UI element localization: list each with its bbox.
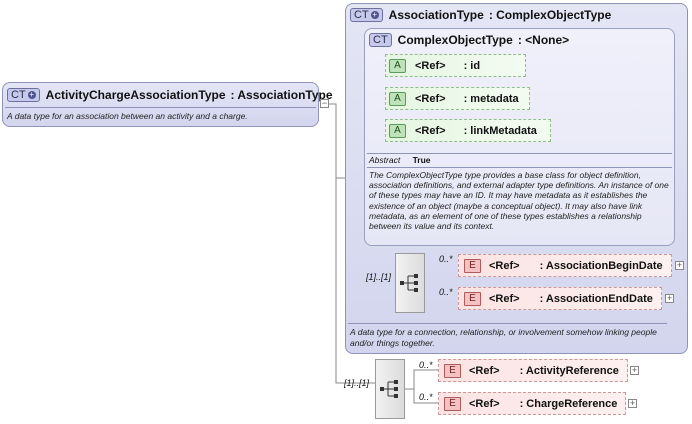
association-documentation: A data type for a connection, relationsh…: [350, 327, 657, 348]
element-association-end-date[interactable]: E <Ref> : AssociationEndDate: [458, 287, 662, 310]
plus-icon[interactable]: +: [675, 260, 684, 270]
element-occurrence: 0..*: [439, 254, 453, 264]
association-sequence-occurrence: [1]..[1]: [366, 272, 392, 282]
attribute-icon: A: [389, 91, 406, 106]
association-separator: [348, 323, 667, 324]
complex-object-type-header: CT ComplexObjectType : <None>: [369, 33, 569, 47]
association-type-base: : ComplexObjectType: [488, 8, 612, 22]
attribute-icon: A: [389, 58, 406, 73]
root-name: ActivityChargeAssociationType: [45, 88, 226, 102]
sequence-compositor-icon: [380, 380, 398, 398]
attribute-id[interactable]: A <Ref> : id: [385, 54, 526, 77]
element-charge-reference[interactable]: E <Ref> : ChargeReference: [438, 392, 626, 415]
element-occurrence: 0..*: [439, 287, 453, 297]
element-icon: E: [464, 258, 481, 273]
abstract-value: True: [412, 155, 431, 165]
complex-object-type-name: ComplexObjectType: [397, 33, 513, 47]
attribute-link-metadata[interactable]: A <Ref> : linkMetadata: [385, 119, 551, 142]
abstract-label: Abstract: [369, 155, 401, 165]
complex-object-type-documentation: The ComplexObjectType type provides a ba…: [369, 170, 669, 232]
attribute-icon: A: [389, 123, 406, 138]
element-occurrence: 0..*: [419, 360, 433, 370]
own-sequence-occurrence: [1]..[1]: [344, 378, 370, 388]
element-icon: E: [464, 291, 481, 306]
root-header: CT+ ActivityChargeAssociationType : Asso…: [7, 88, 333, 102]
minus-icon[interactable]: −: [320, 98, 329, 108]
complex-type-icon: CT+: [350, 8, 383, 22]
association-type-header: CT+ AssociationType : ComplexObjectType: [350, 8, 611, 22]
root-separator: [5, 107, 316, 108]
abstract-separator-top: [367, 153, 672, 154]
complex-type-icon: CT: [369, 33, 392, 47]
own-sequence[interactable]: [375, 359, 405, 419]
sequence-compositor-icon: [400, 274, 418, 292]
association-sequence[interactable]: [395, 253, 425, 313]
abstract-separator-bottom: [367, 167, 672, 168]
element-icon: E: [444, 363, 461, 378]
root-complex-type[interactable]: CT+ ActivityChargeAssociationType : Asso…: [2, 82, 333, 127]
root-type: : AssociationType: [230, 88, 333, 102]
plus-icon[interactable]: +: [630, 365, 639, 375]
complex-type-icon: CT+: [7, 88, 40, 102]
element-activity-reference[interactable]: E <Ref> : ActivityReference: [438, 359, 628, 382]
attribute-metadata[interactable]: A <Ref> : metadata: [385, 87, 530, 110]
complex-object-type-base: : <None>: [517, 33, 570, 47]
element-association-begin-date[interactable]: E <Ref> : AssociationBeginDate: [458, 254, 672, 277]
plus-icon[interactable]: +: [665, 293, 674, 303]
association-type-name: AssociationType: [388, 8, 484, 22]
element-icon: E: [444, 396, 461, 411]
root-documentation: A data type for an association between a…: [7, 111, 248, 121]
abstract-row: Abstract True: [369, 155, 431, 165]
element-occurrence: 0..*: [419, 392, 433, 402]
plus-icon[interactable]: +: [628, 398, 637, 408]
